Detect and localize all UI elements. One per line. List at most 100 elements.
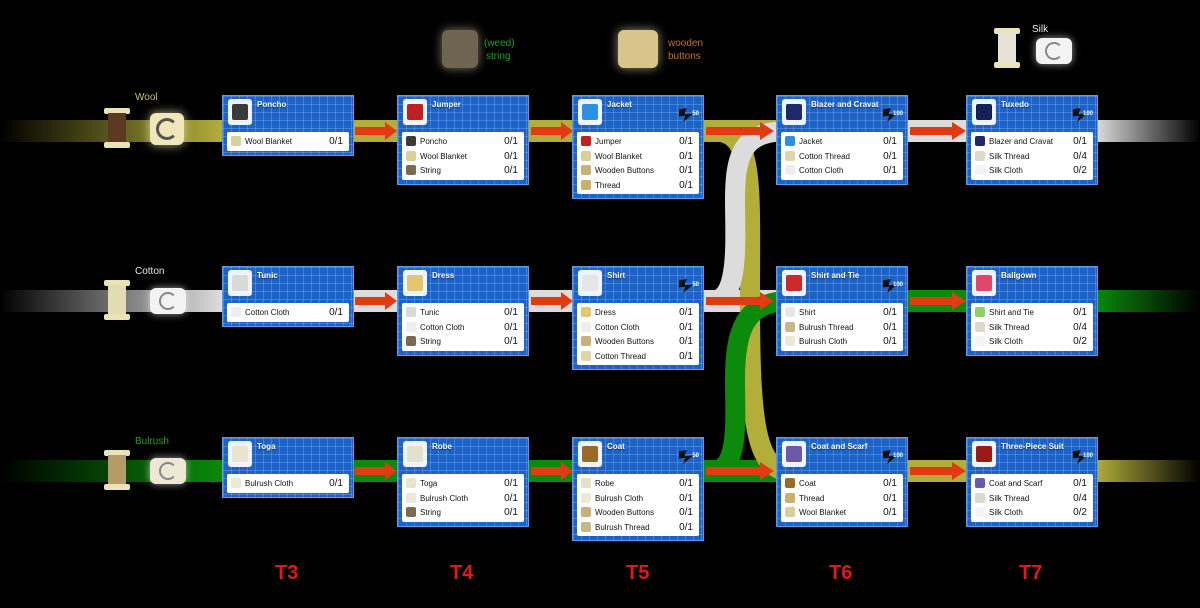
tier-label-t7: T7 [1019, 562, 1043, 584]
item-swatch [407, 446, 423, 462]
ingredient-quantity: 0/1 [679, 321, 693, 333]
power-badge: 100 [1073, 450, 1093, 468]
lightning-icon [679, 279, 693, 293]
ingredient-quantity: 0/1 [679, 307, 693, 318]
jacket-icon [578, 99, 602, 125]
ingredient-row: Jacket 0/1 [781, 134, 903, 149]
silk-cloth-icon [975, 507, 985, 517]
silk-thread-icon [975, 492, 985, 503]
jumper-icon [581, 136, 591, 146]
ingredient-quantity: 0/1 [883, 492, 897, 504]
ingredient-name: Wool Blanket [420, 151, 467, 161]
ingredient-name: Tunic [420, 308, 440, 317]
ingredient-quantity: 0/1 [679, 165, 693, 176]
card-header: Jumper [398, 96, 528, 132]
string-label-line2: string [486, 51, 511, 62]
ingredient-quantity: 0/1 [883, 136, 897, 147]
cotton-cloth-icon [406, 321, 416, 332]
bulrush-cloth-icon [150, 458, 186, 484]
ingredient-quantity: 0/1 [883, 150, 897, 162]
tier-label-t3: T3 [275, 562, 299, 584]
silk-cloth-icon [975, 336, 985, 346]
card-title: Shirt and Tie [811, 271, 860, 280]
ingredient-name: Silk Thread [989, 493, 1030, 503]
card-title: Toga [257, 442, 276, 451]
ingredient-name: Robe [595, 479, 615, 488]
ingredient-row: Coat and Scarf 0/1 [971, 476, 1093, 491]
ingredient-quantity: 0/1 [504, 165, 518, 176]
ingredient-name: Shirt and Tie [989, 308, 1034, 317]
ingredient-name: Jacket [799, 137, 823, 146]
power-badge: 50 [679, 450, 699, 468]
lightning-icon [679, 108, 693, 122]
ingredient-quantity: 0/2 [1073, 507, 1087, 518]
cotton-cloth-icon [150, 288, 186, 314]
wool-blanket-icon [785, 507, 795, 517]
ingredient-quantity: 0/1 [1073, 478, 1087, 489]
ballgown-icon [972, 270, 996, 296]
shirt-and-tie-icon [782, 270, 806, 296]
item-swatch [407, 104, 423, 120]
power-value: 50 [692, 453, 699, 459]
string-label-line1: (weed) [484, 38, 515, 49]
bulrush-cloth-icon [231, 478, 241, 488]
card-header: Toga [223, 438, 353, 474]
item-swatch [232, 275, 248, 291]
ingredient-name: Bulrush Cloth [595, 493, 644, 503]
ingredient-quantity: 0/1 [883, 336, 897, 347]
card-header: Poncho [223, 96, 353, 132]
card-title: Poncho [257, 100, 287, 109]
card-title: Coat and Scarf [811, 442, 868, 451]
buttons-label-line2: buttons [668, 51, 701, 62]
ingredient-quantity: 0/1 [504, 136, 518, 147]
ingredient-name: String [420, 166, 441, 175]
card-title: Three-Piece Suit [1001, 442, 1064, 451]
power-badge: 100 [883, 450, 903, 468]
power-value: 50 [692, 111, 699, 117]
robe-icon [403, 441, 427, 467]
ingredient-name: Cotton Thread [799, 151, 850, 161]
bulrush-thread-icon [785, 321, 795, 332]
cotton-thread-icon [581, 350, 591, 361]
power-value: 100 [892, 453, 903, 459]
ingredient-name: Coat and Scarf [989, 479, 1043, 488]
silk-label: Silk [1032, 24, 1049, 35]
ingredient-quantity: 0/1 [504, 507, 518, 518]
buttons-label-line1: wooden [668, 38, 704, 49]
ingredient-name: Wool Blanket [595, 151, 642, 161]
ingredient-name: Cotton Cloth [799, 166, 844, 175]
ingredient-name: Thread [799, 493, 825, 503]
blazer-and-cravat-icon [975, 136, 985, 146]
